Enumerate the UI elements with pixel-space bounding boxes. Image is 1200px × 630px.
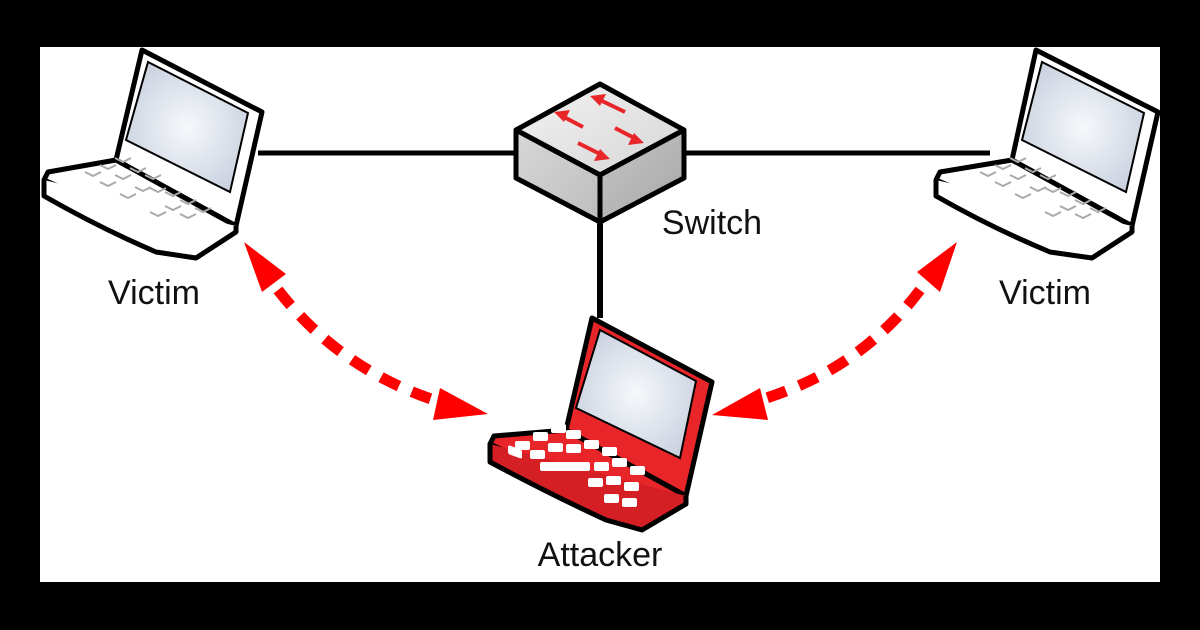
switch-icon [513,81,687,225]
arrowhead-victim-right [917,242,957,292]
attacker-laptop-icon [487,315,715,533]
arrow-left [244,242,488,420]
switch-label: Switch [662,204,762,242]
arrowhead-attacker-left [433,388,488,420]
attacker-label: Attacker [538,536,663,574]
arrowhead-victim-left [244,242,286,292]
arrowhead-attacker-right [712,388,768,420]
switch-arrows-icon [554,94,644,161]
victim-right-laptop-icon [933,47,1161,261]
dashed-path-right [758,286,925,406]
arrow-right [712,242,957,420]
victim-right-label: Victim [999,274,1091,312]
victim-left-label: Victim [108,274,200,312]
links [258,150,990,318]
victim-left-laptop-icon [41,47,265,261]
dashed-path-left [273,286,442,408]
